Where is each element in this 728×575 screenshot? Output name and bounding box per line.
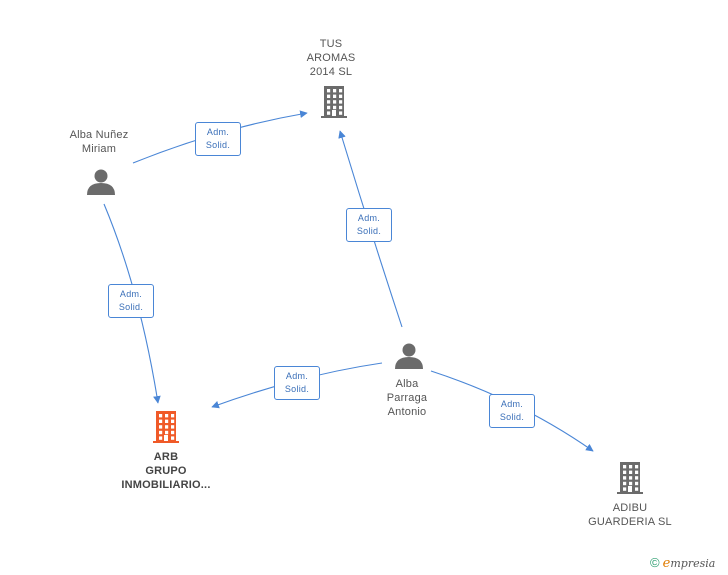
edge-label-alba_n-tus[interactable]: Adm. Solid. <box>195 122 241 156</box>
edge-label-alba_p-tus[interactable]: Adm. Solid. <box>346 208 392 242</box>
edge-label-alba_n-arb[interactable]: Adm. Solid. <box>108 284 154 318</box>
person-icon-alba_p[interactable] <box>395 343 423 370</box>
building-icon-tus[interactable] <box>321 86 347 118</box>
person-icon-alba_n[interactable] <box>87 169 115 196</box>
copyright-mark: © <box>650 555 660 570</box>
edge-label-alba_p-adibu[interactable]: Adm. Solid. <box>489 394 535 428</box>
node-label-arb[interactable]: ARB GRUPO INMOBILIARIO... <box>121 451 211 491</box>
edge-label-alba_p-arb[interactable]: Adm. Solid. <box>274 366 320 400</box>
node-label-tus[interactable]: TUS AROMAS 2014 SL <box>306 38 356 78</box>
node-label-alba_n[interactable]: Alba Nuñez Miriam <box>69 129 129 155</box>
node-label-alba_p[interactable]: Alba Parraga Antonio <box>386 378 428 418</box>
brand-e: e <box>662 556 671 571</box>
brand-name: mpresia <box>670 557 716 570</box>
node-label-adibu[interactable]: ADIBU GUARDERIA SL <box>588 502 672 528</box>
building-icon-adibu[interactable] <box>617 462 643 494</box>
empresia-logo: © empresia <box>650 555 715 571</box>
building-icon-arb[interactable] <box>153 411 179 443</box>
